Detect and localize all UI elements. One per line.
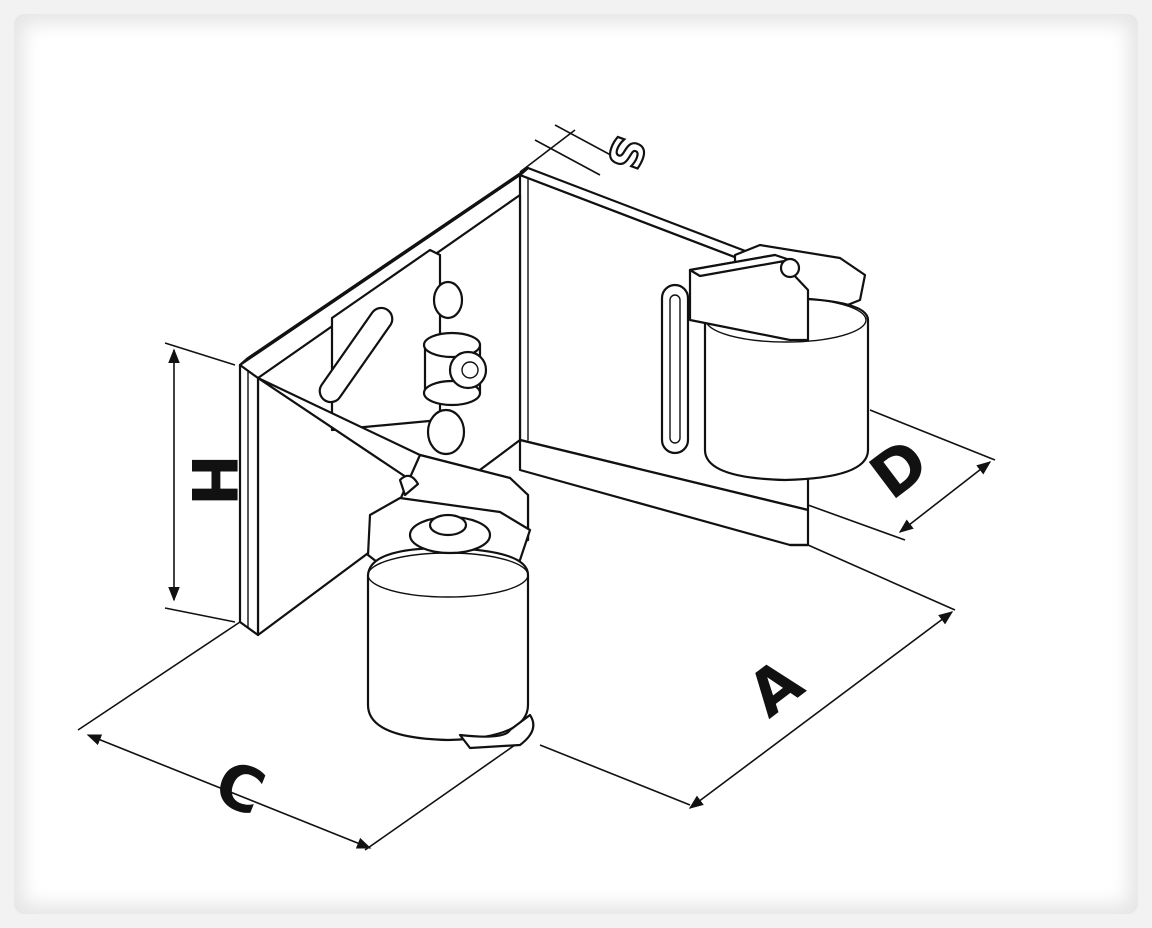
label-D: D xyxy=(857,424,942,513)
side-slot xyxy=(318,280,464,404)
label-S: S xyxy=(596,129,655,176)
dim-A xyxy=(539,544,956,809)
dim-S xyxy=(519,124,621,176)
rear-roller xyxy=(688,243,870,547)
dim-H xyxy=(164,342,236,623)
back-slot xyxy=(660,283,690,455)
front-roller xyxy=(256,376,535,750)
dim-D xyxy=(807,409,996,541)
label-A: A xyxy=(734,644,816,731)
dim-C xyxy=(77,621,516,851)
label-H: H xyxy=(177,454,250,506)
bolt-nut xyxy=(422,331,488,456)
label-C: C xyxy=(205,746,275,831)
